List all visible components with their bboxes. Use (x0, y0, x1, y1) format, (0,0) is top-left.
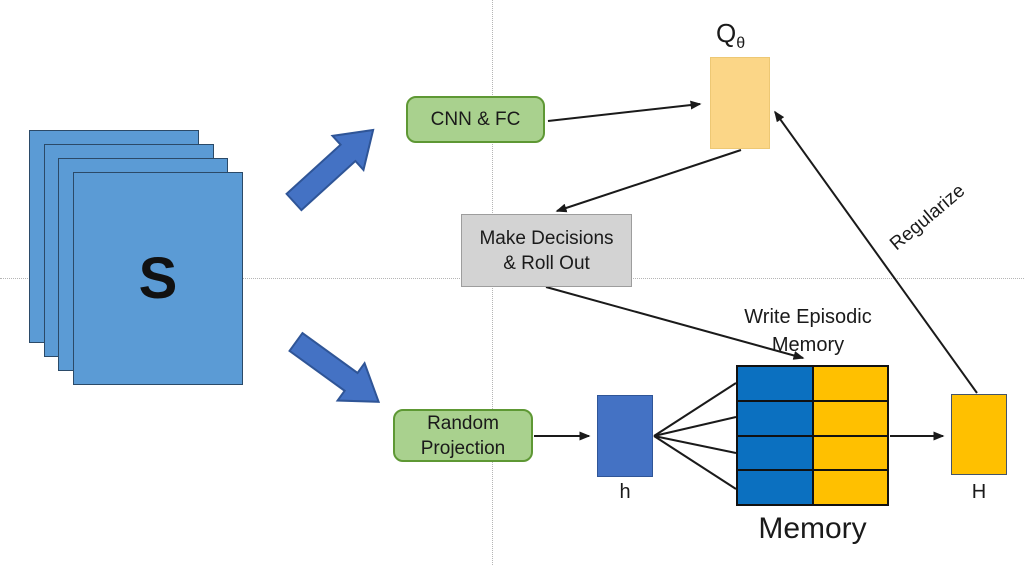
random-projection-node: Random Projection (393, 409, 533, 462)
memory-cell-key (738, 436, 812, 470)
arrow-q-to-decisions (555, 149, 742, 213)
arrow-H-to-q-regularize (774, 110, 978, 394)
make-decisions-line2: & Roll Out (503, 252, 590, 274)
memory-cell-value (813, 401, 887, 435)
q-node-label: Qθ (716, 20, 745, 57)
random-projection-line1: Random (427, 412, 499, 434)
memory-cell-value (813, 367, 887, 400)
make-decisions-node: Make Decisions & Roll Out (461, 214, 632, 287)
fan-line-h-to-memory-row1 (653, 382, 737, 437)
memory-cell-key (738, 367, 812, 400)
write-episodic-memory-annotation: Write Episodic Memory (708, 303, 908, 359)
H-label: H (971, 481, 987, 503)
memory-cell-key (738, 471, 812, 504)
h-label: h (619, 481, 631, 503)
cnn-fc-node: CNN & FC (406, 96, 545, 143)
memory-table (736, 365, 889, 506)
memory-cell-value (813, 471, 887, 504)
state-label: S (138, 246, 178, 311)
fan-line-h-to-memory-row4 (653, 435, 737, 490)
q-network-node (710, 57, 770, 149)
q-label-sub: θ (736, 35, 746, 53)
memory-cell-key (738, 401, 812, 435)
H-aggregate-node (951, 394, 1007, 475)
arrow-decisions-to-memory (545, 286, 805, 360)
cnn-fc-label: CNN & FC (430, 109, 521, 130)
write-episodic-line2: Memory (771, 334, 845, 356)
arrow-cnn-to-q (547, 100, 702, 122)
q-label-main: Q (716, 18, 737, 48)
state-stack-front: S (73, 172, 243, 385)
make-decisions-line1: Make Decisions (479, 227, 614, 249)
memory-caption: Memory (758, 512, 867, 545)
write-episodic-line1: Write Episodic (744, 306, 872, 328)
memory-cell-value (813, 436, 887, 470)
block-arrow-to-cnn (285, 128, 375, 212)
h-embedding-node (597, 395, 653, 477)
block-arrow-to-random-projection (288, 331, 381, 403)
fan-line-h-to-memory-row3 (653, 435, 737, 454)
random-projection-line2: Projection (420, 437, 506, 459)
fan-line-h-to-memory-row2 (653, 416, 737, 437)
